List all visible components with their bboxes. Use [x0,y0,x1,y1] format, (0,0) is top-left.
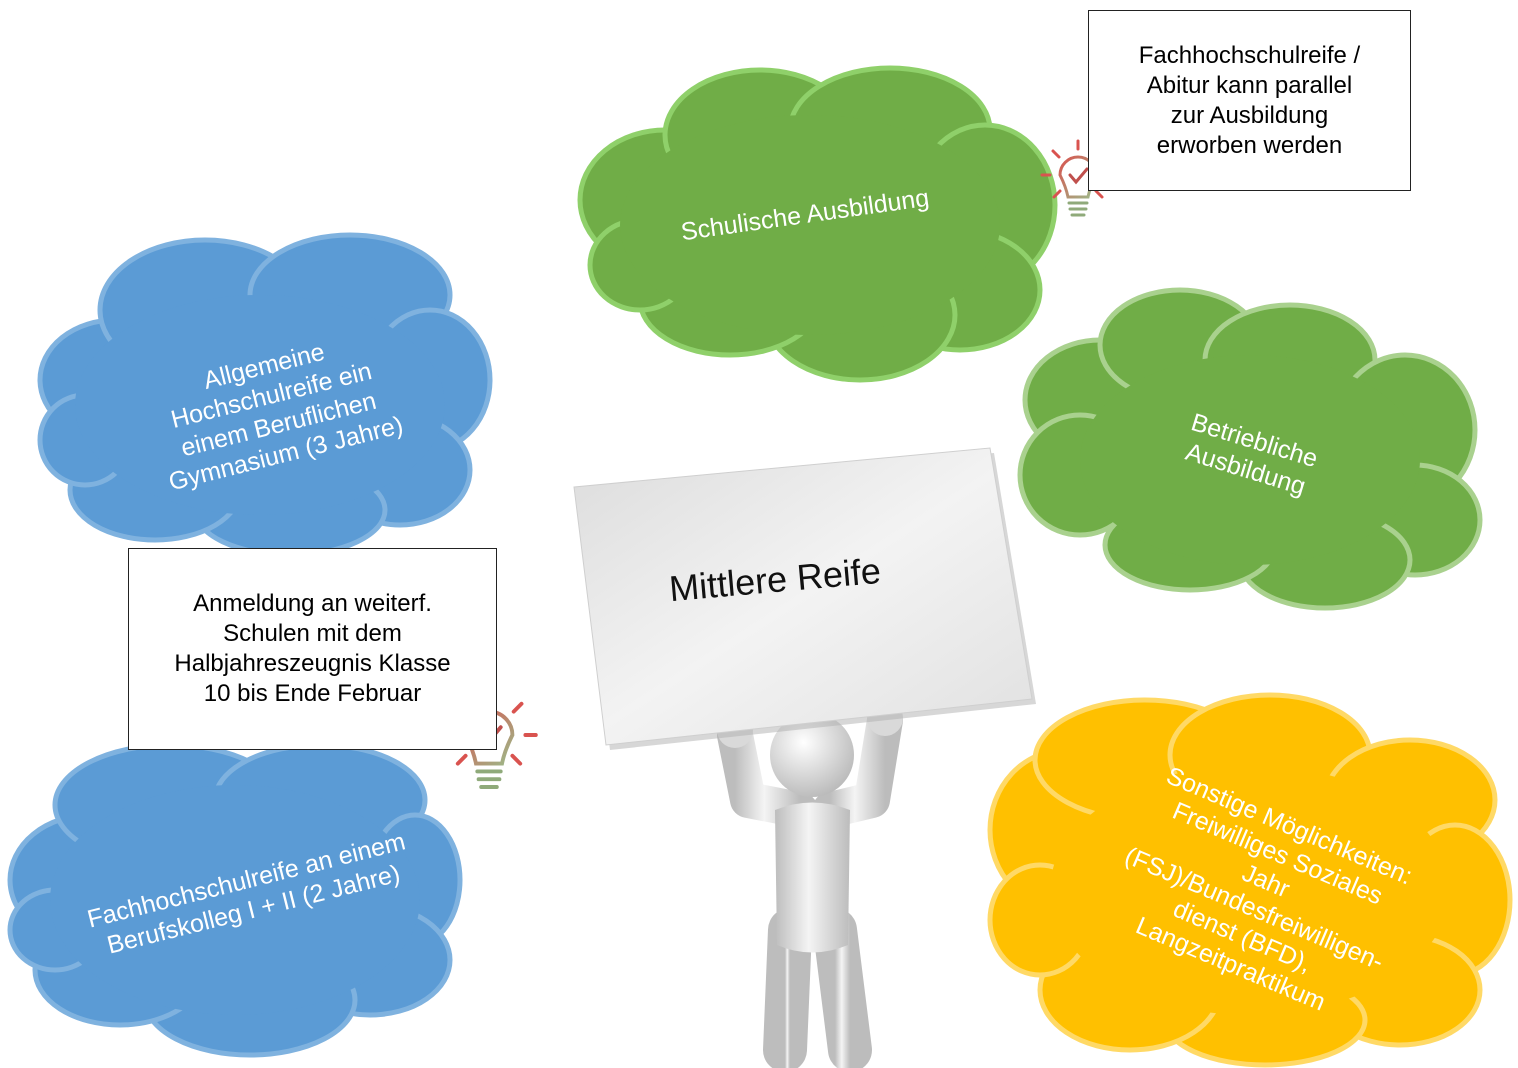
note-anmeldung: Anmeldung an weiterf. Schulen mit dem Ha… [128,548,497,750]
cloud-text-betriebliche: Betriebliche Ausbildung [1182,408,1321,501]
person-figure [717,700,903,1068]
cloud-betriebliche-ausbildung [1017,287,1483,611]
note-anmeldung-text: Anmeldung an weiterf. Schulen mit dem Ha… [174,590,451,707]
note-abitur-parallel: Fachhochschulreife / Abitur kann paralle… [1088,10,1411,191]
cloud-schulische-ausbildung [577,65,1058,383]
center-label-text: Mittlere Reife [667,549,883,610]
cloud-fachhochschulreife [7,742,463,1058]
cloud-allgemeine-hochschulreife [37,232,493,558]
cloud-sonstige-moeglichkeiten [987,692,1513,1068]
sign-board [573,447,1036,750]
note-abitur-text: Fachhochschulreife / Abitur kann paralle… [1138,41,1361,159]
cloud-text-schulische: Schulische Ausbildung [679,183,931,247]
